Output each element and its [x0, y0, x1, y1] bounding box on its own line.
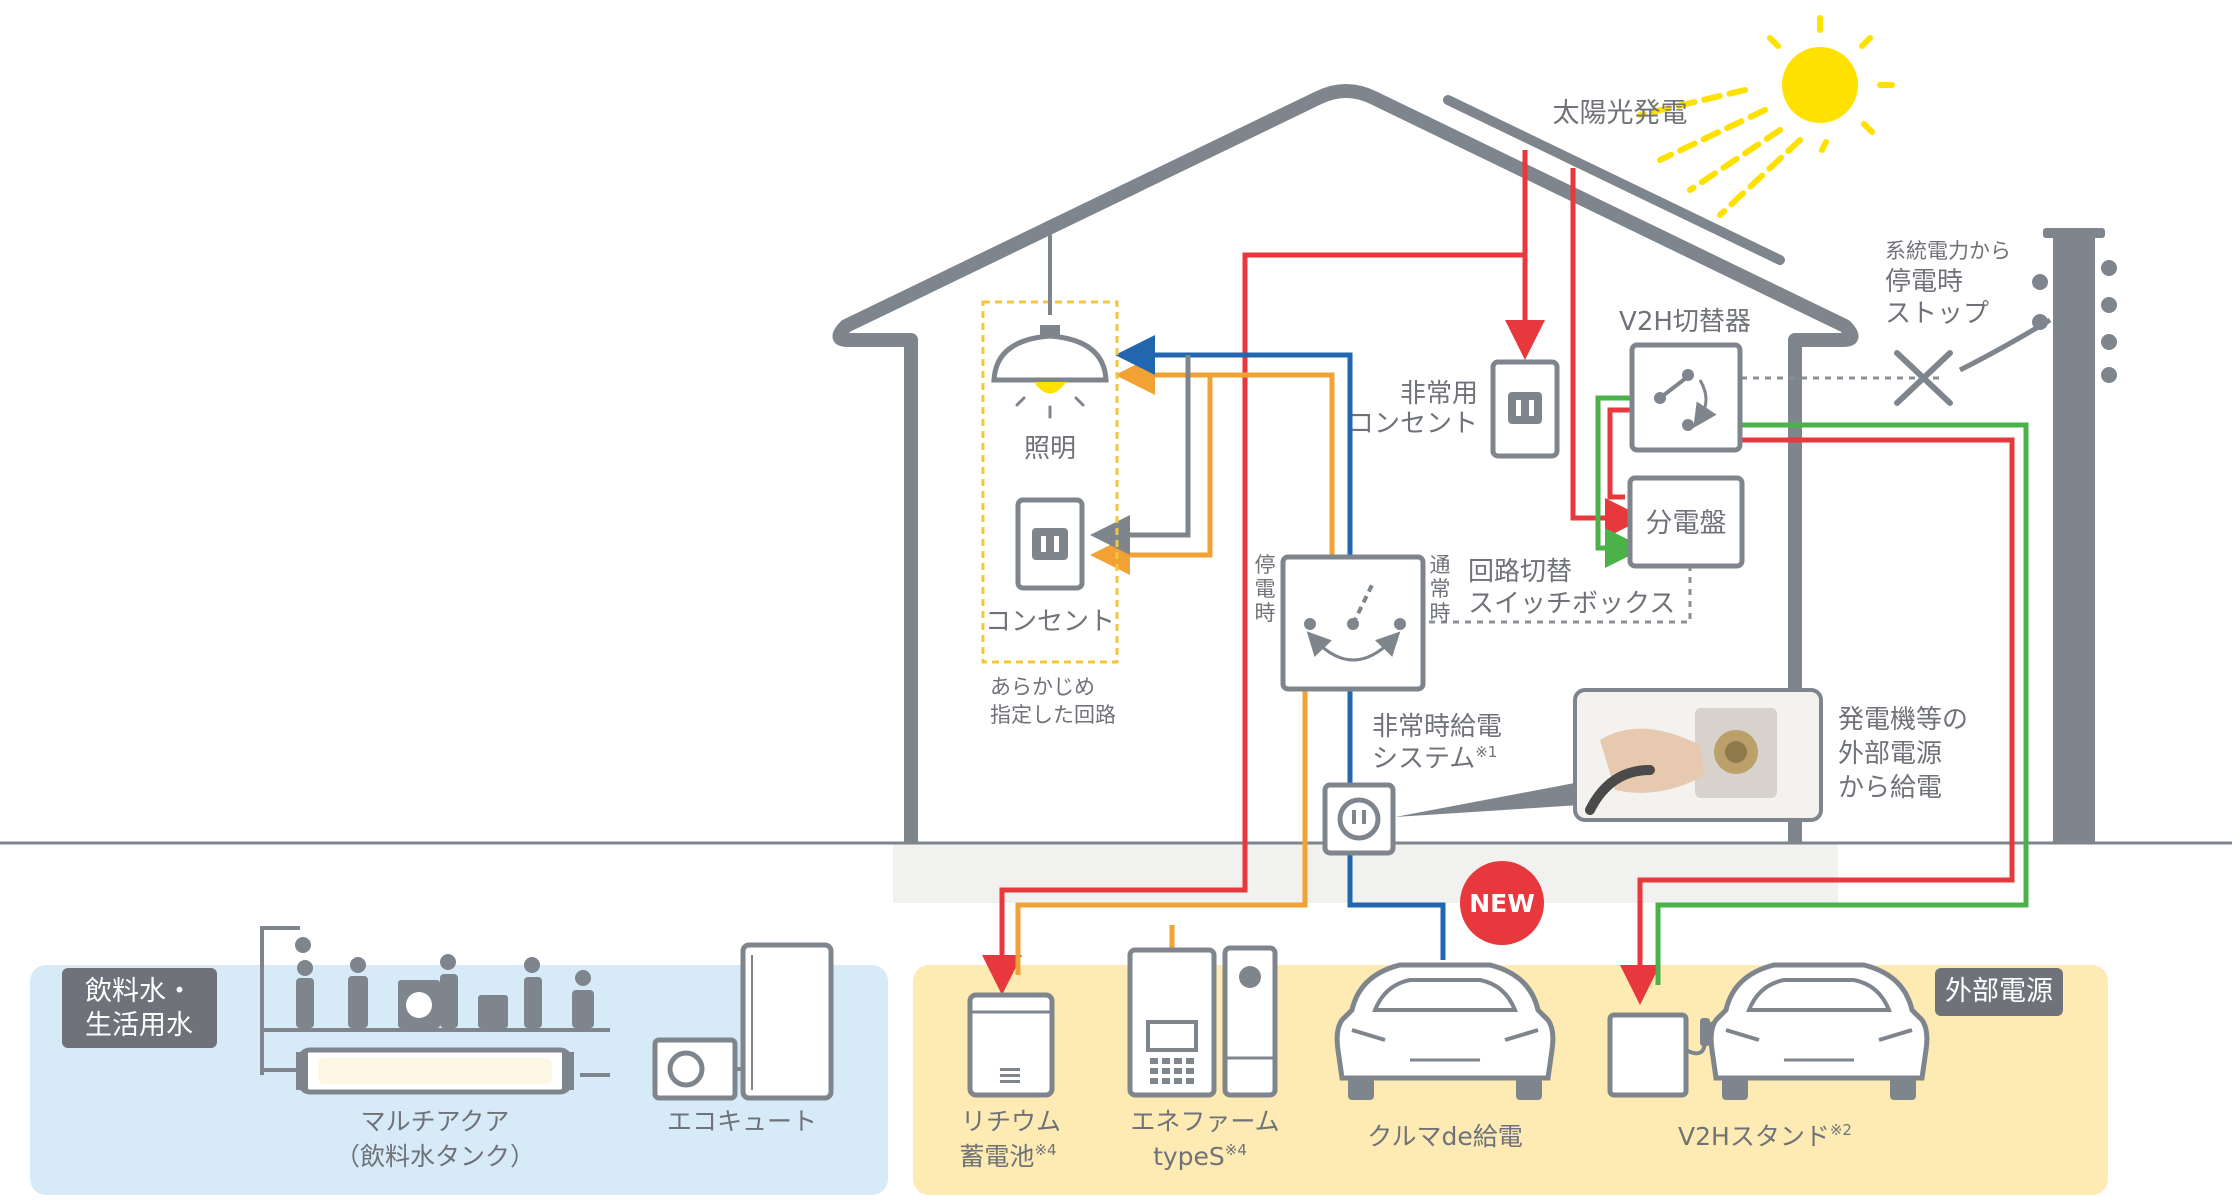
multi-aqua-sublabel: （飲料水タンク） — [335, 1142, 535, 1171]
normal-side-1: 通 — [1430, 553, 1451, 577]
wire-v2h-stand-red — [1620, 437, 2015, 1005]
preset-circuit-label-1: あらかじめ — [990, 675, 1095, 699]
lighting-label: 照明 — [1024, 434, 1076, 464]
emergency-inlet-icon — [1322, 782, 1396, 856]
wire-v2h-red — [1607, 407, 1625, 500]
v2h-stand-icon — [1607, 1012, 1732, 1098]
battery-label: リチウム — [961, 1107, 1061, 1136]
emergency-supply-label-2: システム※1 — [1372, 743, 1497, 774]
wire-solar-battery — [982, 252, 1525, 995]
water-tag-label-1: 飲料水・ — [85, 976, 193, 1007]
enefarm-icon — [1127, 945, 1278, 1098]
new-badge — [1460, 861, 1544, 945]
emergency-outlet-icon — [1490, 359, 1560, 459]
wire-solar-board — [1570, 168, 1645, 538]
lithium-battery-icon — [967, 992, 1055, 1098]
v2h-car-icon — [1708, 962, 1930, 1100]
circuit-switch-box — [1280, 554, 1426, 692]
emergency-outlet-label-2: コンセント — [1348, 409, 1478, 439]
eco-cute-icon — [652, 942, 834, 1101]
outage-side-1: 停 — [1255, 553, 1276, 577]
wire-gray-lighting — [1090, 355, 1191, 555]
eco-cute-label: エコキュート — [667, 1107, 817, 1136]
distribution-board — [1627, 475, 1745, 569]
new-badge-label: NEW — [1469, 889, 1535, 918]
generator-label-1: 発電機等の — [1838, 705, 1968, 735]
v2h-stand-label: V2Hスタンド※2 — [1678, 1121, 1852, 1151]
external-tag — [1935, 968, 2063, 1016]
car-icon — [1334, 962, 1556, 1100]
sun-icon — [1637, 15, 1895, 218]
solar-panel — [1443, 95, 1785, 265]
circuit-switch-label-2: スイッチボックス — [1468, 589, 1675, 619]
wire-car-blue — [1347, 835, 1446, 960]
utility-pole — [2032, 228, 2117, 843]
external-tag-label: 外部電源 — [1945, 976, 2053, 1007]
outlet-label: コンセント — [985, 607, 1115, 637]
generator-photo — [1573, 688, 1823, 822]
outlet-icon — [1015, 497, 1085, 591]
circuit-switch-label-1: 回路切替 — [1468, 557, 1572, 587]
enefarm-sublabel: typeS※4 — [1153, 1141, 1247, 1171]
multi-aqua-icon — [260, 926, 610, 1095]
v2h-switch-label: V2H切替器 — [1619, 307, 1751, 337]
normal-side-3: 時 — [1430, 601, 1451, 625]
battery-sublabel: 蓄電池※4 — [959, 1141, 1056, 1171]
wire-outlet-orange — [1090, 375, 1213, 575]
emergency-outlet-label-1: 非常用 — [1400, 379, 1478, 409]
solar-label: 太陽光発電 — [1553, 98, 1688, 129]
v2h-switch-icon — [1629, 342, 1743, 453]
generator-label-2: 外部電源 — [1838, 739, 1942, 769]
cross-icon — [1894, 350, 1953, 406]
emergency-supply-label-1: 非常時給電 — [1372, 712, 1502, 742]
grid-stop-label-1: 系統電力から — [1885, 239, 2011, 263]
generator-label-3: から給電 — [1838, 773, 1942, 803]
wire-v2h-green — [1655, 422, 2029, 985]
distribution-board-label: 分電盤 — [1646, 508, 1727, 539]
outage-side-2: 電 — [1255, 577, 1276, 601]
outage-side-3: 時 — [1255, 601, 1276, 625]
callout-pointer — [1395, 782, 1580, 817]
water-tag — [62, 968, 217, 1048]
water-tag-label-2: 生活用水 — [85, 1010, 193, 1041]
normal-side-2: 常 — [1430, 577, 1451, 601]
multi-aqua-label: マルチアクア — [361, 1107, 510, 1136]
car-supply-label: クルマde給電 — [1367, 1122, 1523, 1151]
house-outline — [832, 84, 1859, 843]
preset-circuit-label-2: 指定した回路 — [990, 703, 1116, 727]
enefarm-label: エネファーム — [1130, 1107, 1279, 1136]
grid-wire — [1958, 317, 2052, 373]
grid-stop-label-3: ストップ — [1885, 299, 1989, 329]
grid-stop-label-2: 停電時 — [1885, 267, 1963, 297]
lamp-icon — [991, 232, 1109, 419]
